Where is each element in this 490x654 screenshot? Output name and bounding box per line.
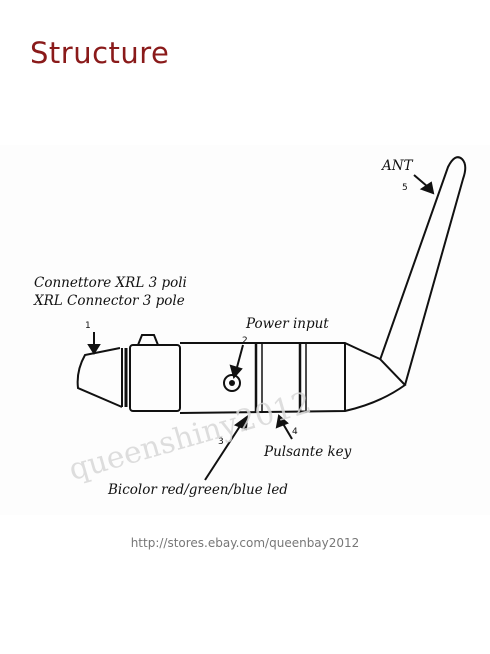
transmitter-body — [76, 334, 407, 414]
structure-diagram: ANT 5 Connettore XRL 3 poli XRL Connecto… — [0, 145, 490, 515]
page-title: Structure — [30, 36, 170, 70]
label-led: Bicolor red/green/blue led — [107, 482, 288, 498]
callout-1: 1 — [85, 321, 91, 331]
label-power-input: Power input — [245, 316, 329, 332]
label-ant: ANT — [380, 158, 414, 174]
antenna — [379, 156, 467, 386]
label-connector-en: XRL Connector 3 pole — [33, 293, 185, 309]
callout-3: 3 — [218, 437, 224, 447]
callout-arrows — [87, 174, 435, 481]
transmitter-drawing: ANT 5 Connettore XRL 3 poli XRL Connecto… — [33, 156, 467, 498]
store-url: http://stores.ebay.com/queenbay2012 — [130, 536, 360, 550]
callout-2: 2 — [242, 336, 248, 346]
watermark: queenshiny2012 — [65, 385, 315, 488]
power-input-jack — [223, 374, 241, 392]
callout-4: 4 — [292, 427, 298, 437]
callout-5: 5 — [402, 183, 408, 193]
label-key: Pulsante key — [263, 444, 352, 460]
label-connector-it: Connettore XRL 3 poli — [34, 275, 187, 291]
